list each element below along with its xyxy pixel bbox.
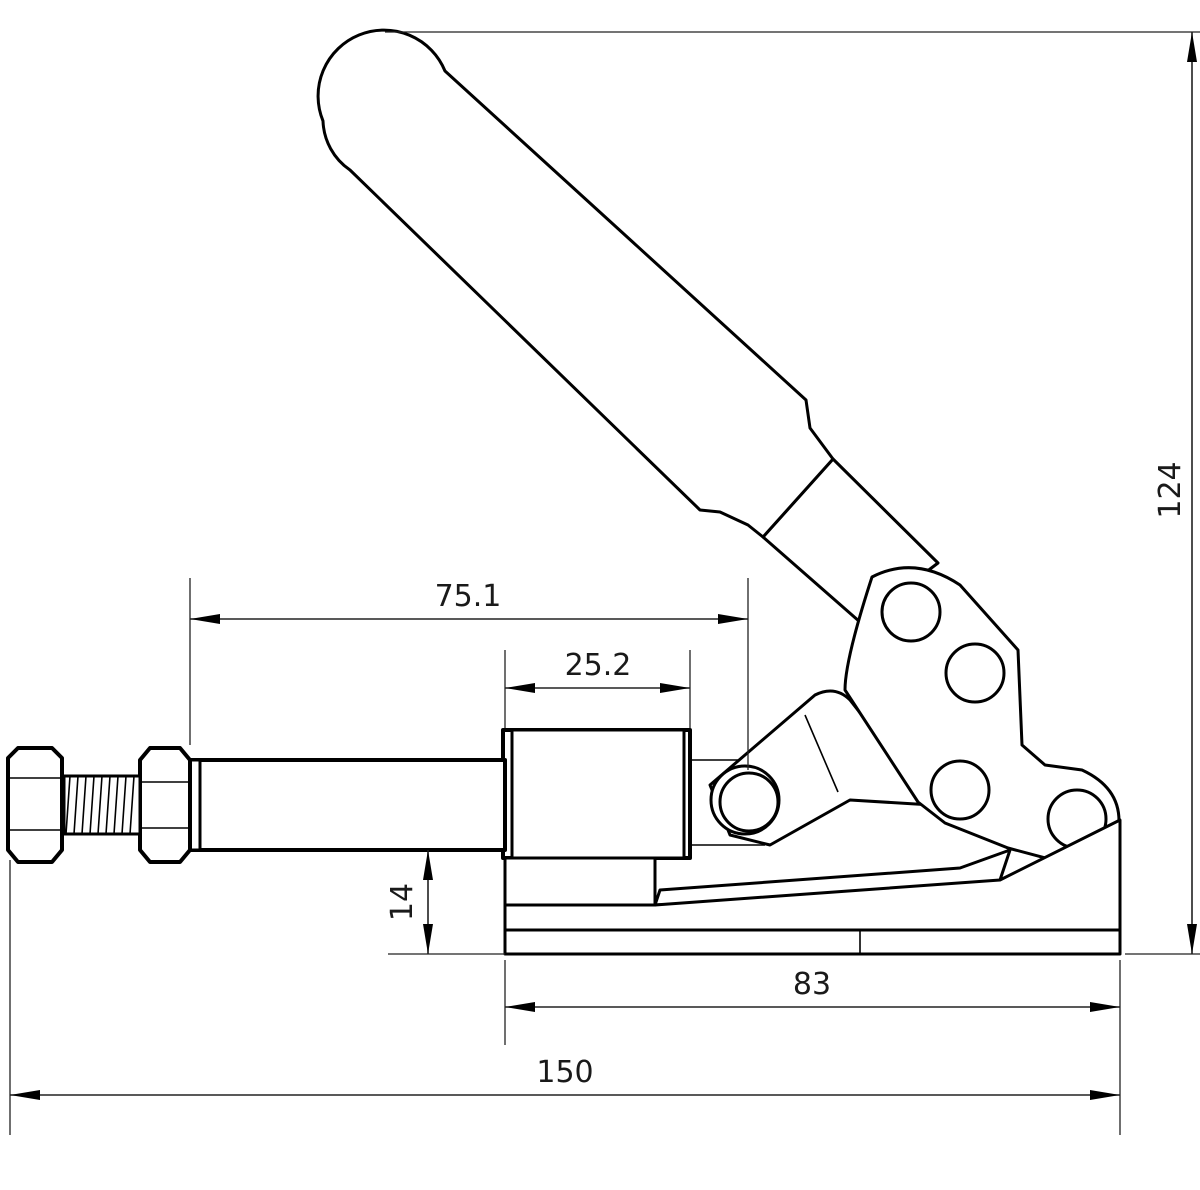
hex-bolt-head [6,746,64,864]
dimension-label-75-1: 75.1 [435,579,502,614]
jam-nut [138,746,192,864]
dimension-label-150: 150 [536,1055,593,1090]
base-plate [503,928,1122,956]
link-pivot-hole [718,771,780,833]
handle-grip [316,28,835,539]
guide-block-foot [503,856,657,907]
dimension-25-2: 25.2 [504,648,691,728]
dimension-label-14: 14 [385,883,420,921]
dimension-150: 150 [9,860,1121,1135]
dimension-83: 83 [504,960,1120,1045]
plunger-rod [188,758,507,852]
pivot-hole-2 [944,642,1006,704]
bolt-threads [65,775,135,835]
pivot-hole-3 [929,759,991,821]
handle [316,28,940,624]
dimension-label-25-2: 25.2 [565,648,632,683]
guide-strip [690,759,765,846]
dimension-124: 124 [385,31,1200,955]
body-and-base [501,728,1122,956]
guide-block-front [510,728,686,860]
dimension-14: 14 [385,850,505,955]
link-inner-edge [804,714,839,793]
pivot-hole-1 [880,581,942,643]
dimension-75-1: 75.1 [189,578,749,770]
dimension-label-124: 124 [1153,461,1188,518]
dimension-label-83: 83 [793,967,831,1002]
plunger [6,746,507,864]
